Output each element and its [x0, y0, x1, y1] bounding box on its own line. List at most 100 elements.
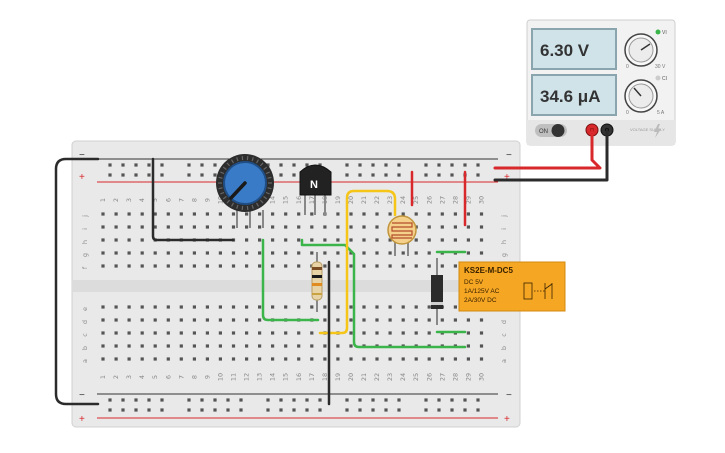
rail-hole[interactable]	[213, 173, 217, 177]
rail-hole[interactable]	[279, 173, 283, 177]
terminal-hole[interactable]	[310, 238, 314, 242]
terminal-hole[interactable]	[349, 318, 353, 322]
terminal-hole[interactable]	[284, 344, 288, 348]
terminal-hole[interactable]	[166, 305, 170, 309]
terminal-hole[interactable]	[114, 344, 118, 348]
terminal-hole[interactable]	[362, 251, 366, 255]
yellow-ldr-wire[interactable]	[318, 189, 397, 335]
rail-hole[interactable]	[147, 163, 151, 167]
terminal-hole[interactable]	[245, 251, 249, 255]
rail-hole[interactable]	[160, 398, 164, 402]
terminal-hole[interactable]	[258, 318, 262, 322]
terminal-hole[interactable]	[127, 344, 131, 348]
terminal-hole[interactable]	[336, 251, 340, 255]
rail-hole[interactable]	[358, 173, 362, 177]
rail-hole[interactable]	[384, 398, 388, 402]
rail-hole[interactable]	[384, 408, 388, 412]
rail-hole[interactable]	[437, 398, 441, 402]
terminal-hole[interactable]	[375, 318, 379, 322]
terminal-hole[interactable]	[414, 305, 418, 309]
terminal-hole[interactable]	[388, 264, 392, 268]
terminal-hole[interactable]	[362, 305, 366, 309]
rail-hole[interactable]	[266, 408, 270, 412]
terminal-hole[interactable]	[218, 305, 222, 309]
terminal-hole[interactable]	[414, 318, 418, 322]
terminal-hole[interactable]	[375, 238, 379, 242]
terminal-hole[interactable]	[205, 331, 209, 335]
rail-hole[interactable]	[384, 163, 388, 167]
rail-hole[interactable]	[345, 173, 349, 177]
terminal-hole[interactable]	[205, 344, 209, 348]
wires[interactable]	[54, 128, 609, 406]
terminal-hole[interactable]	[101, 238, 105, 242]
terminal-hole[interactable]	[297, 225, 301, 229]
terminal-hole[interactable]	[179, 212, 183, 216]
terminal-hole[interactable]	[453, 264, 457, 268]
rail-hole[interactable]	[358, 408, 362, 412]
rail-hole[interactable]	[147, 408, 151, 412]
rail-hole[interactable]	[476, 398, 480, 402]
rail-hole[interactable]	[108, 163, 112, 167]
terminal-hole[interactable]	[414, 212, 418, 216]
terminal-hole[interactable]	[271, 357, 275, 361]
terminal-hole[interactable]	[297, 357, 301, 361]
terminal-hole[interactable]	[166, 225, 170, 229]
terminal-hole[interactable]	[258, 331, 262, 335]
terminal-hole[interactable]	[388, 238, 392, 242]
terminal-hole[interactable]	[336, 212, 340, 216]
green-transistor-wire[interactable]	[300, 238, 467, 349]
terminal-hole[interactable]	[284, 238, 288, 242]
terminal-hole[interactable]	[218, 344, 222, 348]
terminal-hole[interactable]	[218, 318, 222, 322]
terminal-hole[interactable]	[284, 305, 288, 309]
terminal-hole[interactable]	[388, 318, 392, 322]
terminal-hole[interactable]	[140, 212, 144, 216]
rail-hole[interactable]	[476, 408, 480, 412]
rail-hole[interactable]	[450, 408, 454, 412]
terminal-hole[interactable]	[401, 305, 405, 309]
terminal-hole[interactable]	[231, 344, 236, 348]
terminal-hole[interactable]	[192, 344, 196, 348]
terminal-hole[interactable]	[427, 212, 431, 216]
red-supply-wire[interactable]	[493, 128, 602, 170]
terminal-hole[interactable]	[401, 318, 405, 322]
rail-hole[interactable]	[266, 398, 270, 402]
rail-hole[interactable]	[292, 163, 296, 167]
rail-hole[interactable]	[266, 163, 270, 167]
terminal-hole[interactable]	[114, 331, 118, 335]
terminal-hole[interactable]	[349, 344, 353, 348]
rail-hole[interactable]	[371, 408, 375, 412]
rail-hole[interactable]	[358, 163, 362, 167]
rail-hole[interactable]	[200, 173, 204, 177]
terminal-hole[interactable]	[401, 212, 405, 216]
terminal-hole[interactable]	[284, 225, 288, 229]
terminal-hole[interactable]	[258, 264, 262, 268]
green-pot-wire[interactable]	[261, 238, 320, 322]
terminal-hole[interactable]	[349, 264, 353, 268]
rail-hole[interactable]	[134, 163, 138, 167]
terminal-hole[interactable]	[205, 251, 209, 255]
terminal-hole[interactable]	[101, 331, 105, 335]
rail-hole[interactable]	[345, 408, 349, 412]
rail-hole[interactable]	[200, 163, 204, 167]
relay[interactable]: KS2E-M-DC5 DC 5V 1A/125V AC 2A/30V DC	[458, 261, 566, 312]
terminal-hole[interactable]	[336, 264, 340, 268]
terminal-hole[interactable]	[218, 331, 222, 335]
terminal-hole[interactable]	[218, 251, 222, 255]
terminal-hole[interactable]	[336, 318, 340, 322]
rail-hole[interactable]	[292, 408, 296, 412]
photoresistor[interactable]	[387, 215, 417, 256]
terminal-hole[interactable]	[179, 331, 183, 335]
terminal-hole[interactable]	[179, 264, 183, 268]
terminal-hole[interactable]	[310, 251, 314, 255]
rail-hole[interactable]	[345, 163, 349, 167]
rail-hole[interactable]	[345, 398, 349, 402]
terminal-hole[interactable]	[336, 357, 340, 361]
black-supply-wire[interactable]	[493, 128, 609, 182]
terminal-hole[interactable]	[453, 225, 457, 229]
rail-hole[interactable]	[437, 173, 441, 177]
terminal-hole[interactable]	[153, 357, 157, 361]
rail-hole[interactable]	[476, 173, 480, 177]
terminal-hole[interactable]	[205, 212, 209, 216]
terminal-hole[interactable]	[349, 225, 353, 229]
